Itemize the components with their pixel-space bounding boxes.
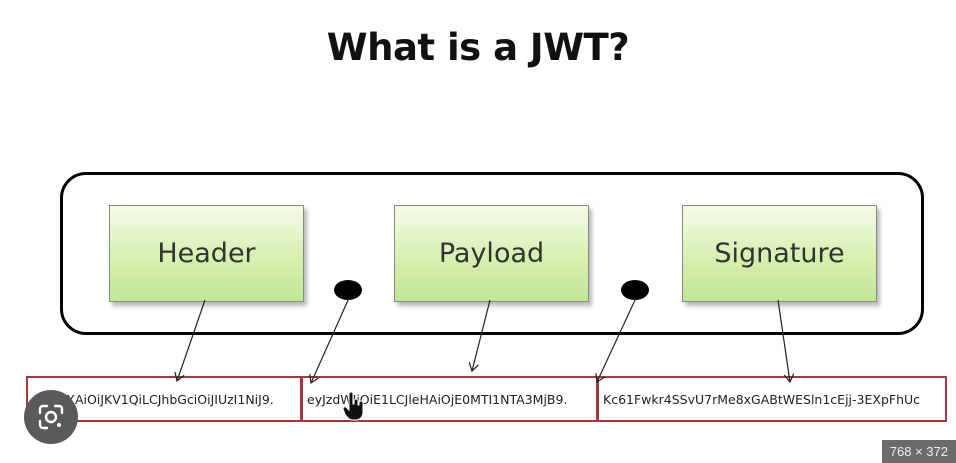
page-title: What is a JWT?	[326, 26, 630, 69]
payload-label: Payload	[438, 238, 545, 269]
header-label: Header	[157, 238, 256, 269]
token-header-text: eyJ0eXAiOiJKV1QiLCJhbGciOiJIUzI1NiJ9.	[32, 391, 274, 407]
hand-cursor-icon	[342, 391, 365, 427]
header-box: Header	[109, 205, 304, 302]
token-signature-text: Kc61Fwkr4SSvU7rMe8xGABtWESln1cEjj-3EXpFh…	[603, 391, 921, 407]
payload-box: Payload	[394, 205, 589, 302]
signature-label: Signature	[714, 238, 845, 269]
separator-dot	[334, 280, 362, 300]
google-lens-icon[interactable]	[24, 390, 78, 444]
image-size-badge: 768 × 372	[881, 440, 956, 463]
signature-box: Signature	[682, 205, 877, 302]
token-signature-segment: Kc61Fwkr4SSvU7rMe8xGABtWESln1cEjj-3EXpFh…	[597, 376, 947, 422]
separator-dot	[621, 280, 649, 300]
token-payload-text: eyJzdWIiOiE1LCJleHAiOjE0MTI1NTA3MjB9.	[307, 391, 568, 407]
